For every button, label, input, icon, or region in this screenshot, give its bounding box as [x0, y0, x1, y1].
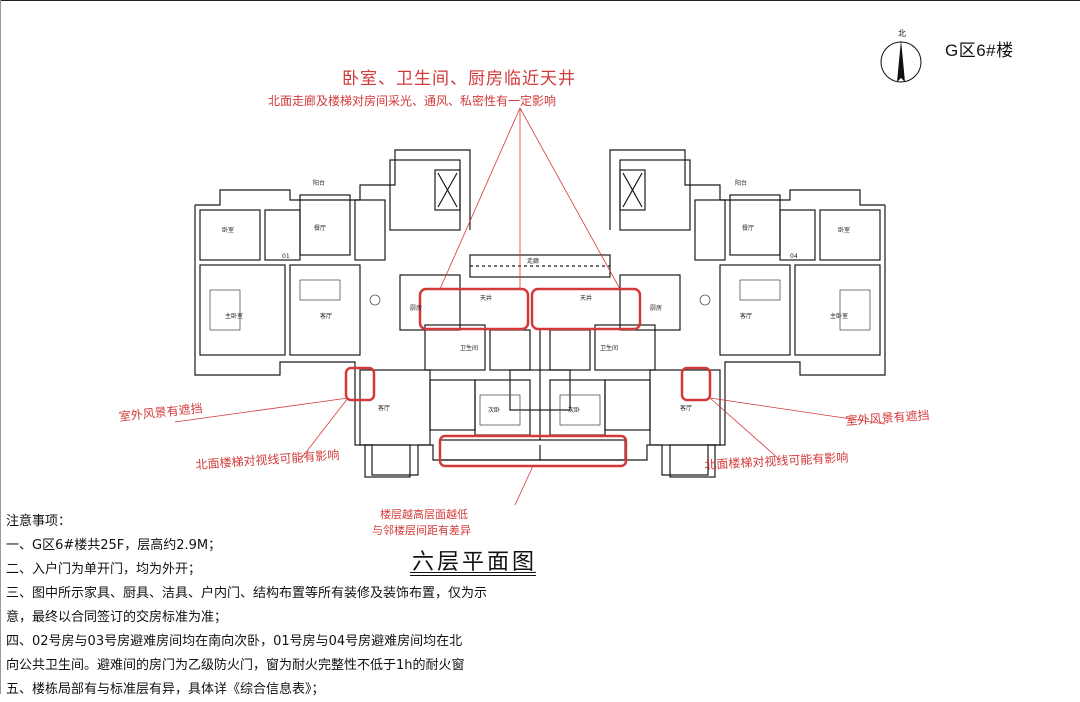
north-arrow-icon [880, 40, 922, 83]
label-toilet-left: 卫生间 [460, 344, 478, 352]
label-master-right: 主卧室 [830, 312, 848, 320]
label-toilet-right: 卫生间 [600, 344, 618, 352]
notes-item-3: 三、图中所示家具、厨具、洁具、户内门、结构布置等所有装修及装饰布置，仅为示 [6, 586, 488, 601]
label-unit-right: 04 [790, 253, 798, 260]
annotation-top-line1: 卧室、卫生间、厨房临近天井 [342, 69, 576, 89]
building-title: G区6#楼 [945, 41, 1014, 60]
label-kitchen-left: 厨房 [410, 304, 422, 312]
notes-item-4: 意，最终以合同签订的交房标准为准； [6, 610, 228, 625]
notes-item-7: 五、楼栋局部有与标准层有异，具体详《综合信息表》； [6, 682, 325, 697]
left-frame-line [0, 0, 1, 694]
label-courtyard-left: 天井 [480, 294, 492, 302]
label-dining-left: 餐厅 [314, 224, 326, 232]
north-label: 北 [898, 29, 906, 38]
label-2nd-right: 次卧 [568, 406, 580, 414]
label-balcony-left: 阳台 [313, 179, 325, 187]
label-kitchen-right: 厨房 [650, 304, 662, 312]
label-2nd-left: 次卧 [488, 406, 500, 414]
label-unit-left: 01 [282, 253, 290, 260]
notes-item-6: 向公共卫生间。避难间的房门为乙级防火门，窗为耐火完整性不低于1h的耐火窗 [6, 658, 465, 673]
top-frame-line [0, 0, 1080, 1]
notes-item-1: 一、G区6#楼共25F，层高约2.9M； [6, 538, 222, 553]
notes-item-2: 二、入户门为单开门，均为外开； [6, 562, 202, 577]
label-master-left: 主卧室 [225, 312, 243, 320]
label-living-right: 客厅 [740, 312, 752, 320]
notes-block: 注意事项： 一、G区6#楼共25F，层高约2.9M； 二、入户门为单开门，均为外… [6, 510, 488, 702]
label-bedroom-left: 卧室 [222, 226, 234, 234]
label-bedroom-right: 卧室 [838, 226, 850, 234]
annotation-top-line2: 北面走廊及楼梯对房间采光、通风、私密性有一定影响 [268, 94, 557, 108]
plan-title-underline-2 [410, 575, 536, 576]
plan-title: 六层平面图 [412, 550, 538, 575]
label-corridor: 走廊 [527, 257, 539, 265]
label-living-left: 客厅 [320, 312, 332, 320]
annotation-bottom-2: 与邻楼层间距有差异 [372, 524, 471, 537]
label-dining-right: 餐厅 [742, 224, 754, 232]
label-courtyard-right: 天井 [580, 294, 592, 302]
notes-heading: 注意事项： [6, 514, 72, 529]
notes-item-5: 四、02号房与03号房避难房间均在南向次卧，01号房与04号房避难房间均在北 [6, 634, 463, 649]
label-living-s-left: 客厅 [378, 404, 390, 412]
label-balcony-right: 阳台 [735, 179, 747, 187]
label-living-s-right: 客厅 [680, 404, 692, 412]
annotation-bottom-1: 楼层越高层面越低 [380, 508, 468, 521]
plan-title-underline [410, 572, 536, 573]
